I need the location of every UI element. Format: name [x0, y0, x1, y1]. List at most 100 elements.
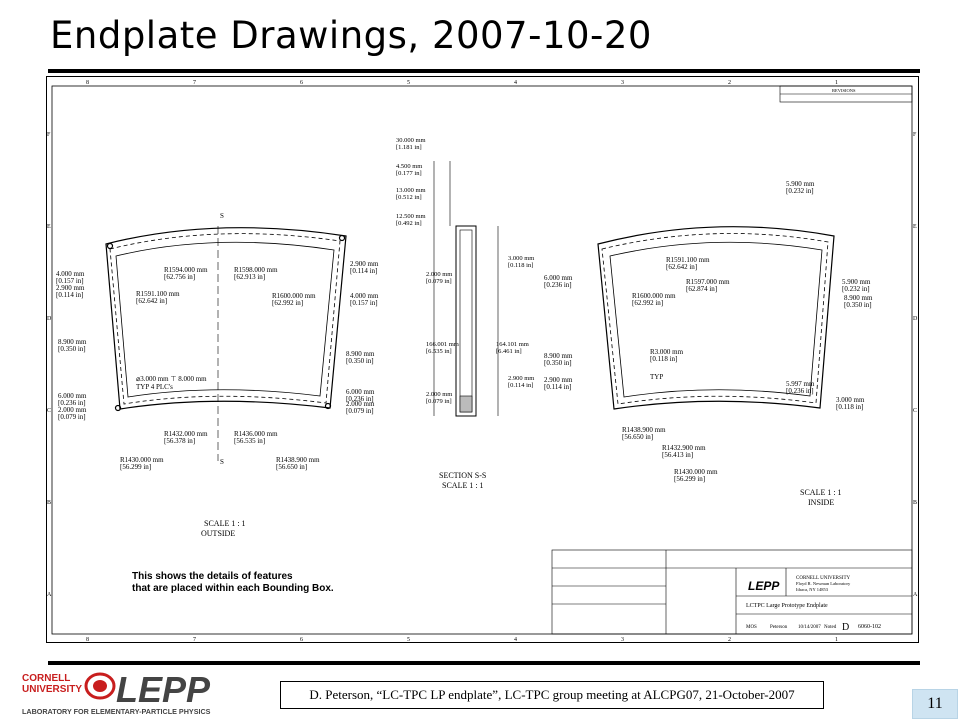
section-dim-6-mm: 166.001 mm: [426, 341, 459, 348]
grid-letter-left-F: F: [47, 132, 51, 138]
section-view-title-1: SECTION S-S: [439, 471, 486, 480]
inside-view-title-1: SCALE 1 : 1: [800, 488, 842, 497]
section-dim-7-in: [6.461 in]: [496, 348, 522, 355]
inside-dim-6-in: [0.350 in]: [844, 301, 872, 309]
section-dim-2-mm: 13.000 mm: [396, 187, 426, 194]
outside-dim-17-in: [56.650 in]: [276, 463, 307, 471]
slide-title: Endplate Drawings, 2007-10-20: [50, 14, 652, 57]
logo-university: UNIVERSITY: [22, 684, 82, 695]
grid-letter-left-E: E: [47, 224, 51, 230]
inside-dim-5-mm: 5.900 mm: [786, 180, 815, 188]
typ-label: TYP: [650, 373, 663, 381]
citation: D. Peterson, “LC-TPC LP endplate”, LC-TP…: [280, 681, 824, 709]
inside-dim-7-in: [0.118 in]: [650, 355, 677, 363]
drawn-for: Peterson: [770, 625, 788, 630]
outside-dim-1-in: [62.913 in]: [234, 273, 265, 281]
page-number: 11: [912, 689, 958, 719]
section-dim-6-in: [6.535 in]: [426, 348, 452, 355]
inside-dim-9-in: [0.114 in]: [544, 383, 571, 391]
grid-number-top-8: 8: [86, 80, 89, 86]
drawn-by: MOS: [746, 625, 757, 630]
drawing-scale: Noted: [824, 625, 837, 630]
institution-line-3: Ithaca, NY 14853: [796, 587, 829, 593]
grid-number-bottom-8: 8: [86, 637, 89, 643]
section-dim-0-in: [1.181 in]: [396, 144, 422, 151]
outside-dim-10-in: [0.236 in]: [58, 399, 86, 407]
outside-dim-8-mm: 8.900 mm: [58, 338, 87, 346]
outside-dim-3-in: [62.992 in]: [272, 299, 303, 307]
section-dim-5-mm: 3.000 mm: [508, 255, 534, 262]
grid-letter-right-B: B: [913, 500, 917, 506]
inside-dim-10-in: [0.236 in]: [786, 387, 814, 395]
grid-number-bottom-7: 7: [193, 637, 196, 643]
inside-dim-8-mm: 8.900 mm: [544, 352, 573, 360]
inside-dim-4-in: [0.232 in]: [842, 285, 870, 293]
inside-dim-4-mm: 5.900 mm: [842, 278, 871, 286]
outside-dim-9-in: [0.350 in]: [346, 357, 374, 365]
grid-letter-left-B: B: [47, 500, 51, 506]
section-dim-5-in: [0.118 in]: [508, 262, 533, 269]
outside-view-title-1: SCALE 1 : 1: [204, 519, 246, 528]
section-dim-3-in: [0.492 in]: [396, 220, 422, 227]
outside-dim-13-mm: 2.000 mm: [346, 400, 375, 408]
outside-dim-15-in: [56.535 in]: [234, 437, 265, 445]
section-dim-4-in: [0.079 in]: [426, 278, 452, 285]
grid-letter-left-D: D: [47, 316, 52, 322]
grid-number-top-5: 5: [407, 80, 410, 86]
grid-number-bottom-5: 5: [407, 637, 410, 643]
outside-dim-11-mm: 2.000 mm: [58, 406, 87, 414]
inside-dim-6-mm: 8.900 mm: [844, 294, 873, 302]
section-mark-bottom: S: [220, 458, 224, 466]
outside-dim-2-mm: R1591.100 mm: [136, 290, 180, 298]
hole-note-line2: TYP 4 PLC's: [136, 383, 173, 391]
section-dim-4-mm: 2.000 mm: [426, 271, 452, 278]
grid-number-bottom-4: 4: [514, 637, 517, 643]
inside-dim-11-mm: 3.000 mm: [836, 396, 865, 404]
section-dim-9-mm: 2.900 mm: [508, 375, 534, 382]
inside-dim-5-in: [0.232 in]: [786, 187, 814, 195]
grid-letter-right-D: D: [913, 316, 918, 322]
outside-dim-4-mm: 2.900 mm: [350, 260, 379, 268]
section-dim-1-in: [0.177 in]: [396, 170, 422, 177]
inside-dim-3-in: [0.236 in]: [544, 281, 572, 289]
inside-dim-1-in: [62.874 in]: [686, 285, 717, 293]
drawing-title: LCTPC Large Prototype Endplate: [746, 603, 828, 609]
section-dim-0-mm: 30.000 mm: [396, 137, 426, 144]
outside-dim-10-mm: 6.000 mm: [58, 392, 87, 400]
outside-dim-9-mm: 8.900 mm: [346, 350, 375, 358]
section-dim-9-in: [0.114 in]: [508, 382, 533, 389]
outside-dim-8-in: [0.350 in]: [58, 345, 86, 353]
outside-dim-16-in: [56.299 in]: [120, 463, 151, 471]
section-mark-top: S: [220, 212, 224, 220]
outside-view: [105, 226, 347, 461]
inside-dim-1-mm: R1597.000 mm: [686, 278, 730, 286]
note-line-2: that are placed within each Bounding Box…: [132, 583, 334, 594]
grid-letter-right-C: C: [913, 408, 917, 414]
inside-dim-3-mm: 6.000 mm: [544, 274, 573, 282]
drawing-size: D: [842, 622, 849, 633]
grid-number-top-1: 1: [835, 80, 838, 86]
inside-dim-12-mm: R1438.900 mm: [622, 426, 666, 434]
top-divider: [48, 69, 920, 73]
grid-letter-right-E: E: [913, 224, 917, 230]
outside-dim-14-mm: R1432.000 mm: [164, 430, 208, 438]
hole-note-line1: ⌀3.000 mm ⊤ 8.000 mm: [136, 375, 207, 383]
section-dim-7-mm: 164.101 mm: [496, 341, 529, 348]
outside-dim-2-in: [62.642 in]: [136, 297, 167, 305]
grid-number-top-2: 2: [728, 80, 731, 86]
grid-number-top-4: 4: [514, 80, 517, 86]
outside-dim-16-mm: R1430.000 mm: [120, 456, 164, 464]
grid-number-bottom-2: 2: [728, 637, 731, 643]
grid-number-bottom-6: 6: [300, 637, 303, 643]
inside-view-title-2: INSIDE: [808, 498, 834, 507]
outside-dim-0-in: [62.756 in]: [164, 273, 195, 281]
title-block: [551, 549, 913, 635]
institution-line-1: CORNELL UNIVERSITY: [796, 576, 851, 581]
inside-dim-0-in: [62.642 in]: [666, 263, 697, 271]
institution-line-2: Floyd R. Newman Laboratory: [796, 581, 851, 586]
inside-dim-2-mm: R1600.000 mm: [632, 292, 676, 300]
section-view-title-2: SCALE 1 : 1: [442, 481, 484, 490]
drawing-number: 6060-102: [858, 624, 881, 630]
inside-dim-12-in: [56.650 in]: [622, 433, 653, 441]
